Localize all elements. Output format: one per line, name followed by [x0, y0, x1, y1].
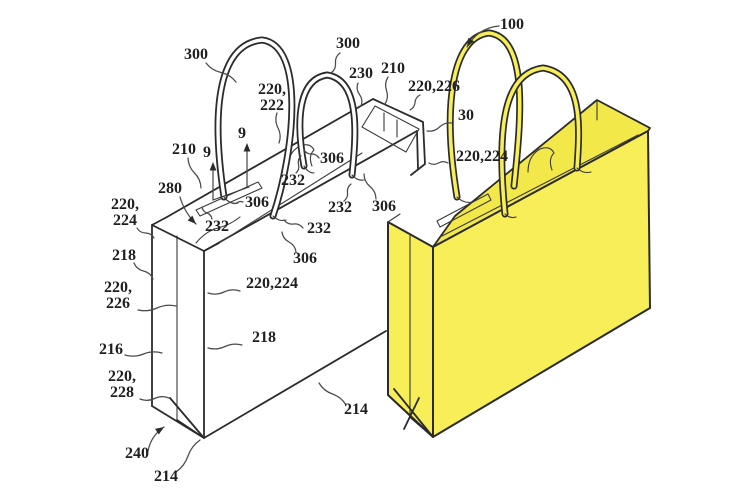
ref-label-210: 210 — [381, 60, 405, 77]
leader-line-220228 — [139, 396, 170, 401]
yellow-bag-handles — [446, 29, 592, 219]
white-bag-bottom-fold — [151, 397, 205, 439]
white-bag-inner-band-line — [218, 152, 363, 244]
ref-label-232: 232 — [307, 220, 331, 237]
leader-line-218 — [133, 262, 154, 280]
leader-line-306 — [363, 173, 377, 200]
ref-label-306: 306 — [372, 198, 396, 215]
leader-line-220224 — [136, 227, 155, 239]
ref-label-220,-224: 220,224 — [111, 196, 139, 229]
white-bag — [151, 36, 426, 439]
white-bag-top-fold-line — [195, 216, 241, 244]
section-arrowhead-9 — [243, 143, 251, 152]
ref-label-306: 306 — [293, 250, 317, 267]
white-bag-handles — [214, 36, 365, 222]
leader-line-218 — [207, 343, 243, 350]
white-bag-rear-rim — [166, 98, 374, 218]
white-bag-mouth-inner — [361, 105, 420, 153]
ref-label-216: 216 — [99, 341, 123, 358]
ref-label-306: 306 — [320, 150, 344, 167]
section-line-bracket — [212, 186, 250, 201]
leader-line-306 — [231, 200, 244, 205]
leader-line-232 — [343, 183, 352, 202]
leader-line-220226 — [137, 304, 177, 312]
white-handle-front-inner — [298, 73, 357, 177]
white-handle-feet — [223, 165, 365, 222]
ref-label-306: 306 — [245, 194, 269, 211]
ref-label-300: 300 — [184, 46, 208, 63]
white-bag-bottom-edge — [203, 330, 387, 439]
ref-label-218: 218 — [252, 329, 276, 346]
leader-line-214 — [175, 439, 201, 473]
ref-label-232: 232 — [281, 172, 305, 189]
ref-label-210: 210 — [172, 141, 196, 158]
arrowhead-100 — [467, 37, 475, 47]
arrow-line-240 — [147, 426, 165, 452]
ref-label-232: 232 — [328, 199, 352, 216]
leader-line-214 — [318, 382, 347, 406]
ref-label-220,224: 220,224 — [456, 148, 508, 165]
ref-label-220,226: 220,226 — [408, 78, 460, 95]
leader-line-230 — [356, 82, 363, 107]
white-handle-rear-inner — [216, 38, 294, 218]
ref-label-300: 300 — [336, 35, 360, 52]
ref-label-240: 240 — [125, 445, 149, 462]
white-bag-right-end-edge — [416, 130, 419, 170]
leader-line-232 — [295, 155, 302, 174]
ref-label-214: 214 — [344, 401, 368, 418]
yellow-bag-handle-patch — [527, 147, 555, 173]
ref-label-232: 232 — [205, 218, 229, 235]
white-bag-front-rim — [203, 130, 418, 252]
yellow-bag-gusset-crease — [387, 213, 411, 418]
leader-line-220224 — [207, 289, 241, 295]
leader-line-306 — [281, 231, 297, 253]
leader-line-300 — [330, 52, 341, 74]
leader-line-220224 — [428, 161, 449, 165]
leader-line-30 — [426, 122, 453, 132]
ref-label-230: 230 — [349, 65, 373, 82]
ref-label-9: 9 — [203, 144, 211, 161]
yellow-handle-front-inner — [500, 66, 581, 216]
leader-line-220226 — [409, 94, 421, 111]
yellow-bag-handle-slot — [436, 193, 492, 228]
ref-label-214: 214 — [154, 468, 178, 485]
leader-line-210 — [384, 76, 389, 105]
ref-label-218: 218 — [112, 247, 136, 264]
ref-label-30: 30 — [458, 107, 474, 124]
ref-label-220,-222: 220,222 — [258, 81, 286, 114]
yellow-bag-bottom-fold — [387, 388, 434, 438]
leader-line-232 — [283, 219, 304, 229]
yellow-handle-rear-inner — [448, 31, 522, 199]
leader-line-210 — [187, 157, 202, 189]
leader-line-216 — [124, 351, 163, 357]
ref-label-220,-228: 220,228 — [108, 368, 136, 401]
arrowhead-280 — [187, 215, 196, 224]
ref-label-100: 100 — [500, 16, 524, 33]
ref-label-280: 280 — [158, 180, 182, 197]
arrowhead-240 — [155, 427, 164, 435]
leader-line-300 — [205, 62, 237, 83]
leader-line-232 — [201, 206, 213, 220]
section-arrowhead-9 — [209, 162, 217, 171]
ref-label-9: 9 — [238, 125, 246, 142]
yellow-handle-feet — [456, 167, 592, 219]
ref-label-220,224: 220,224 — [246, 275, 298, 292]
leader-line-306 — [303, 149, 320, 159]
yellow-bag — [387, 29, 651, 438]
ref-label-220,-226: 220,226 — [104, 279, 132, 312]
leader-line-220222 — [275, 112, 281, 144]
